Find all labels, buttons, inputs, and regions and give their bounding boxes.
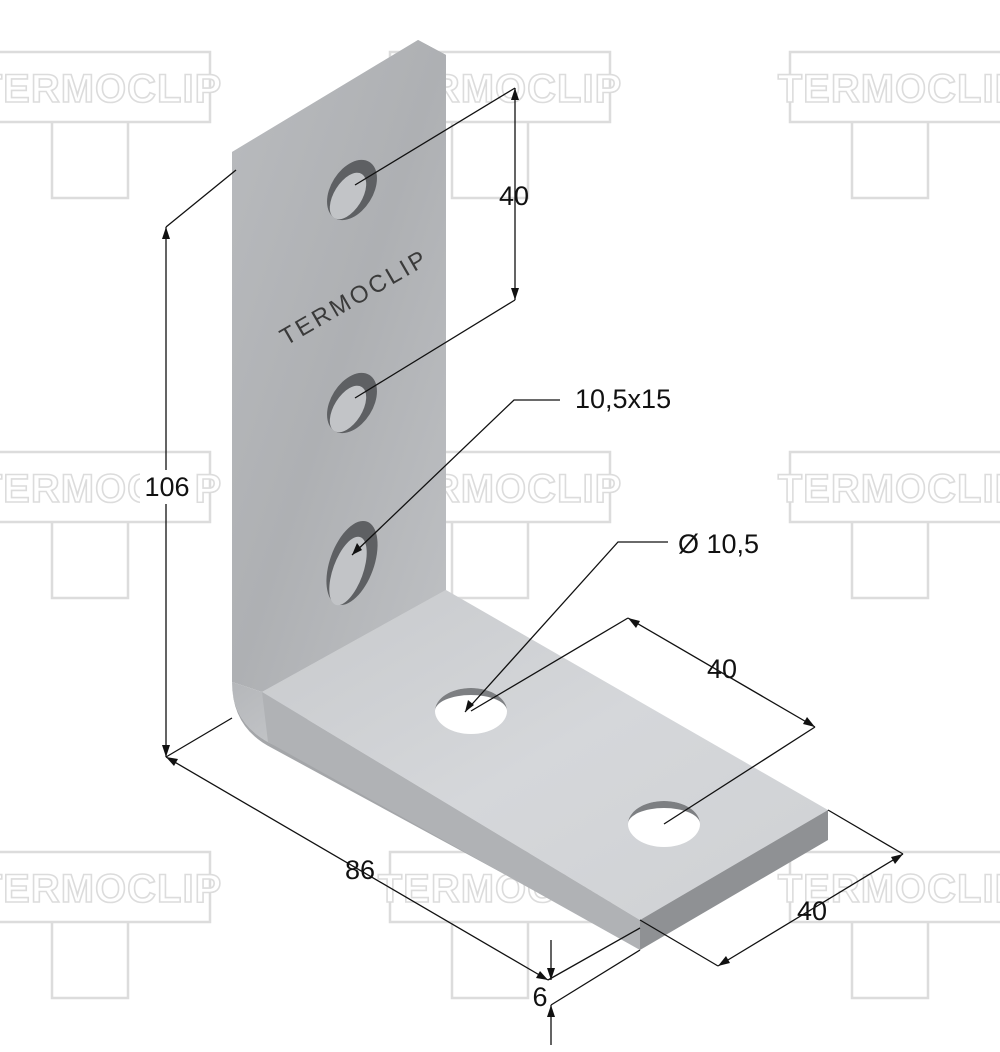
- watermark-text: TERMOCLIP: [778, 67, 1000, 111]
- hole-spacing-label: 40: [707, 654, 737, 684]
- thickness-ext: [550, 949, 641, 1006]
- height-extension-top: [165, 169, 237, 228]
- length-label: 86: [345, 855, 375, 885]
- dimension-arrows: [162, 88, 903, 1017]
- hole-spacing-ext-2: [663, 726, 816, 825]
- width-ext-1: [827, 809, 904, 855]
- watermark-tile: TERMOCLIP: [0, 50, 222, 200]
- hole-diameter-label: Ø 10,5: [678, 529, 759, 559]
- watermark-tile: TERMOCLIP: [0, 850, 222, 1000]
- watermark-tile: TERMOCLIP: [777, 450, 1000, 600]
- slot-size-label: 10,5x15: [575, 384, 671, 414]
- vertical-plate-face: [232, 40, 446, 692]
- watermark-tile: TERMOCLIP: [777, 850, 1000, 1000]
- width-label: 40: [797, 896, 827, 926]
- hole-diameter-leader: [464, 541, 668, 713]
- watermark-text: TERMOCLIP: [778, 467, 1000, 511]
- height-label: 106: [144, 472, 189, 502]
- slot-leader-bottom: [354, 299, 516, 399]
- hole-spacing-ext-1: [470, 617, 629, 712]
- horizontal-plate-front-edge: [640, 810, 828, 950]
- slot-size-leader: [351, 399, 560, 556]
- width-dimension-line: [717, 853, 904, 967]
- length-dimension-line: [165, 756, 549, 981]
- slot-leader-top: [354, 87, 516, 186]
- watermark-text: TERMOCLIP: [778, 867, 1000, 911]
- watermark-text: TERMOCLIP: [0, 867, 222, 911]
- angle-bracket: TERMOCLIP: [232, 40, 828, 950]
- slot-spacing-label: 40: [499, 181, 529, 211]
- dimension-labels: 106 40 10,5x15 Ø 10,5 40 86 40 6: [140, 181, 827, 1012]
- horizontal-plate-side-edge: [262, 692, 640, 950]
- watermark-tile: TERMOCLIP: [777, 50, 1000, 200]
- height-extension-bottom: [165, 717, 233, 758]
- dimension-lines: [165, 87, 904, 1045]
- hole-spacing-line: [627, 617, 816, 728]
- thickness-label: 6: [532, 982, 547, 1012]
- length-extension: [547, 927, 641, 981]
- width-ext-2: [639, 919, 719, 967]
- watermark-text: TERMOCLIP: [0, 67, 222, 111]
